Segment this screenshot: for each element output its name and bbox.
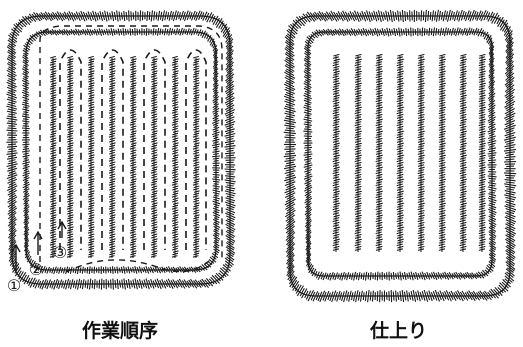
right-strip-5 [417, 53, 425, 252]
order-marker-3: ③ [53, 243, 67, 262]
order-marker-2: ② [29, 260, 43, 279]
right-strip-8 [478, 53, 486, 252]
caption-finish: 仕上り [370, 320, 428, 342]
left-outer-border [6, 10, 236, 290]
right-strip-3 [375, 53, 383, 252]
left-strip-1 [49, 55, 57, 258]
right-strip-7 [459, 53, 467, 252]
left-strip-3 [87, 55, 95, 258]
left-strip-7 [171, 55, 179, 258]
left-strip-8 [192, 55, 200, 258]
left-strip-5 [129, 55, 137, 258]
right-strip-6 [438, 53, 446, 252]
left-strip-4 [108, 55, 116, 258]
right-strip-4 [396, 53, 404, 252]
right-inner-border [303, 27, 497, 281]
order-marker-1: ① [7, 276, 21, 295]
right-outer-border [283, 9, 517, 303]
left-second-border [21, 27, 221, 275]
caption-work-order: 作業順序 [82, 320, 159, 342]
right-panel-finish [283, 9, 517, 303]
order-arrow-1 [11, 243, 21, 270]
right-strip-1 [332, 53, 340, 252]
left-order-path [39, 25, 223, 273]
left-panel-work-order: ①②③ [6, 10, 236, 295]
left-strip-6 [150, 55, 158, 258]
right-strip-2 [354, 53, 362, 252]
order-arrow-2 [33, 230, 43, 255]
order-arrow-3 [57, 220, 67, 238]
left-strip-2 [66, 55, 74, 258]
